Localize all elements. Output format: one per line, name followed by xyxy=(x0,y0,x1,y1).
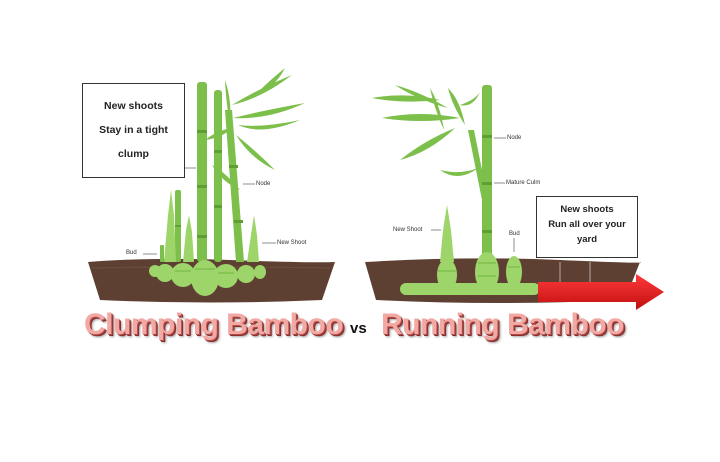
left-culms xyxy=(160,82,244,262)
left-new-shoots xyxy=(164,190,259,262)
title-clumping-bamboo: Clumping Bamboo xyxy=(84,308,344,341)
right-label-new-shoot: New Shoot xyxy=(393,227,423,233)
right-culms xyxy=(468,85,492,262)
right-callout-line-2: Run all over your xyxy=(548,219,626,230)
left-label-node: Node xyxy=(256,181,271,187)
right-label-node: Node xyxy=(507,135,522,141)
vs-text: vs xyxy=(350,320,367,337)
left-callout-box: New shoots Stay in a tight clump xyxy=(82,83,185,178)
right-callout-line-1: New shoots xyxy=(560,204,614,215)
left-callout-line-1: New shoots xyxy=(104,100,163,112)
right-bamboo xyxy=(365,85,664,310)
left-callout-line-2: Stay in a tight xyxy=(99,124,168,136)
title-running-bamboo: Running Bamboo xyxy=(381,308,624,341)
right-callout-line-3: yard xyxy=(576,234,598,245)
left-bamboo xyxy=(88,68,335,303)
right-leaves xyxy=(372,85,480,177)
right-label-bud: Bud xyxy=(509,231,520,237)
right-label-mature-culm: Mature Culm xyxy=(506,180,541,186)
running-direction-arrow xyxy=(538,274,664,310)
left-callout-line-3: clump xyxy=(118,148,149,160)
left-label-bud: Bud xyxy=(126,250,137,256)
right-new-shoot xyxy=(440,205,454,262)
right-callout-box: New shoots Run all over your yard xyxy=(536,196,638,258)
left-label-new-shoot: New Shoot xyxy=(277,240,307,246)
